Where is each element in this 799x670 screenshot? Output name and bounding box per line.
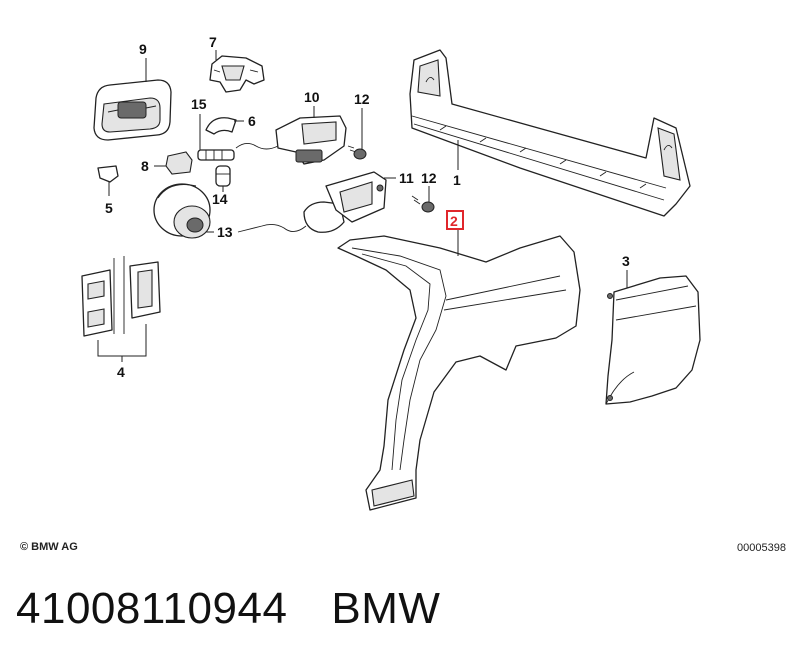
callout-13: 13 [217, 224, 233, 240]
part-15-pin[interactable] [197, 149, 235, 161]
brand-name: BMW [331, 584, 441, 633]
callout-4: 4 [117, 364, 125, 380]
callout-6: 6 [248, 113, 256, 129]
part-3-wheel-arch-panel[interactable] [605, 275, 701, 405]
copyright-notice: © BMW AG [20, 541, 78, 553]
callout-10: 10 [304, 89, 320, 105]
callout-8: 8 [141, 158, 149, 174]
callout-9: 9 [139, 41, 147, 57]
leader-4 [97, 324, 147, 362]
parts-diagram: 9 7 15 6 8 5 14 13 [81, 34, 701, 511]
drawing-number: 00005398 [737, 542, 786, 554]
callout-15: 15 [191, 96, 207, 112]
highlight-box [446, 210, 464, 230]
part-10-actuator[interactable] [235, 115, 347, 165]
callout-7: 7 [209, 34, 217, 50]
callout-3: 3 [622, 253, 630, 269]
part-14-bushing[interactable] [215, 165, 231, 187]
part-13-grommet[interactable] [153, 183, 211, 239]
part-12-screw-top[interactable] [347, 145, 367, 160]
part-7-bracket[interactable] [209, 55, 265, 93]
callout-12-mid: 12 [421, 170, 437, 186]
part-2-rear-side-panel[interactable] [337, 235, 581, 511]
callout-12-top: 12 [354, 91, 370, 107]
part-11-lock-actuator[interactable] [237, 171, 387, 233]
callout-5: 5 [105, 200, 113, 216]
part-8-block[interactable] [165, 151, 193, 175]
callout-11: 11 [399, 170, 414, 186]
part-number: 41008110944 [16, 584, 288, 633]
part-9-fuel-flap[interactable] [93, 79, 172, 141]
part-5-clip[interactable] [97, 165, 119, 183]
footer-caption: 41008110944 BMW [16, 584, 484, 634]
callout-1: 1 [453, 172, 461, 188]
part-6-clip[interactable] [205, 117, 237, 135]
callout-14: 14 [212, 191, 228, 207]
callout-2[interactable]: 2 [450, 213, 458, 229]
part-12-screw-mid[interactable] [411, 195, 435, 213]
part-4-hinge-set[interactable] [81, 256, 161, 337]
part-1-side-rail[interactable] [409, 49, 691, 217]
